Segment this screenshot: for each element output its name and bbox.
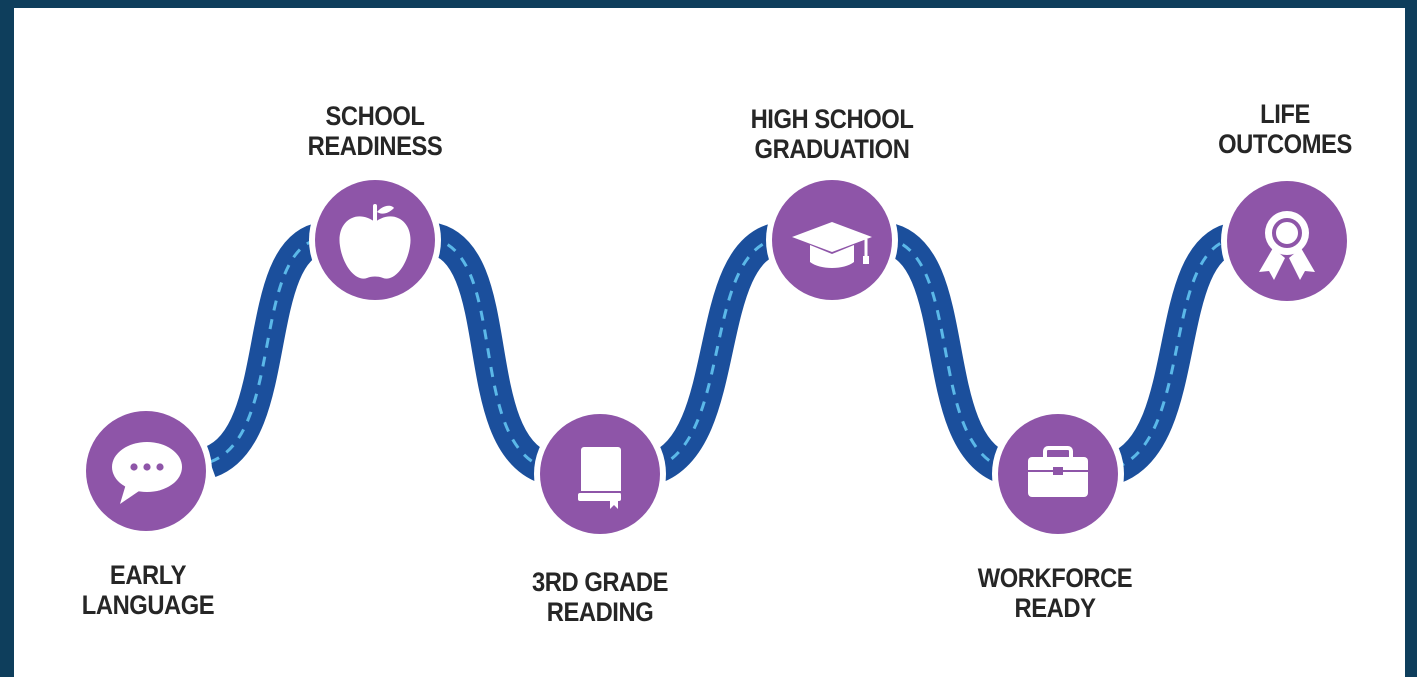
label-high-school-graduation: HIGH SCHOOL GRADUATION	[735, 104, 929, 164]
label-life-outcomes: LIFE OUTCOMES	[1206, 99, 1364, 159]
road-segment-5	[1105, 216, 1242, 489]
label-line1: LIFE	[1260, 99, 1310, 129]
award-ribbon-icon	[1259, 211, 1315, 280]
stage-workforce-ready	[992, 408, 1124, 540]
stage-school-readiness	[309, 174, 441, 306]
stage-early-language	[80, 405, 212, 537]
label-workforce-ready: WORKFORCE READY	[967, 563, 1143, 623]
label-early-language: EARLY LANGUAGE	[78, 560, 219, 620]
label-line2: READING	[546, 597, 654, 627]
graduation-cap-icon	[792, 222, 872, 268]
road-segment-3	[645, 216, 786, 489]
label-school-readiness: SCHOOL READINESS	[300, 101, 450, 161]
apple-icon	[339, 204, 411, 279]
label-line2: READINESS	[307, 131, 443, 161]
label-line2: READY	[1014, 593, 1096, 623]
book-icon	[578, 447, 621, 509]
label-line2: GRADUATION	[754, 134, 910, 164]
stage-high-school-graduation	[766, 174, 898, 306]
label-line1: SCHOOL	[325, 101, 425, 131]
label-line1: HIGH SCHOOL	[750, 104, 914, 134]
road-segment-4	[879, 216, 1013, 489]
label-line1: EARLY	[109, 560, 187, 590]
road-segment-1	[200, 216, 329, 483]
label-line1: WORKFORCE	[977, 563, 1133, 593]
label-line2: LANGUAGE	[81, 590, 215, 620]
stage-3rd-grade-reading	[534, 408, 666, 540]
label-line1: 3RD GRADE	[532, 567, 668, 597]
briefcase-icon	[1028, 446, 1088, 497]
label-line2: OUTCOMES	[1218, 129, 1352, 159]
road-segment-2	[424, 216, 555, 489]
label-3rd-grade-reading: 3RD GRADE READING	[512, 567, 688, 627]
stage-life-outcomes	[1221, 175, 1353, 307]
speech-bubble-icon	[112, 442, 182, 504]
